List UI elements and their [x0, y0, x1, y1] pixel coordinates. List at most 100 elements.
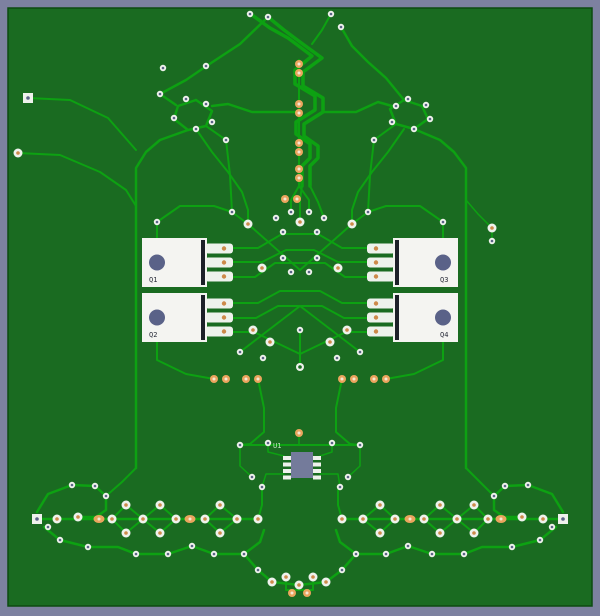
via[interactable]: [428, 550, 436, 558]
via[interactable]: [548, 523, 556, 531]
copper-trace[interactable]: [321, 100, 394, 114]
component-pad[interactable]: [205, 298, 233, 309]
via[interactable]: [246, 10, 254, 18]
copper-trace[interactable]: [339, 25, 406, 102]
via[interactable]: [356, 348, 364, 356]
pad-orange[interactable]: [210, 375, 218, 383]
copper-trace[interactable]: [156, 205, 233, 223]
via[interactable]: [202, 62, 210, 70]
pad-orange[interactable]: [295, 139, 303, 147]
pad-round[interactable]: [435, 528, 445, 538]
pad-round[interactable]: [107, 514, 117, 524]
pad-orange[interactable]: [295, 429, 303, 437]
via[interactable]: [202, 100, 210, 108]
via[interactable]: [264, 439, 272, 447]
pad-orange[interactable]: [350, 375, 358, 383]
via[interactable]: [338, 566, 346, 574]
via[interactable]: [258, 483, 266, 491]
via[interactable]: [388, 118, 396, 126]
pad-orange[interactable]: [254, 375, 262, 383]
copper-trace[interactable]: [465, 199, 493, 229]
pad-round[interactable]: [308, 572, 318, 582]
via[interactable]: [164, 550, 172, 558]
via[interactable]: [287, 208, 295, 216]
via[interactable]: [296, 326, 304, 334]
via[interactable]: [320, 214, 328, 222]
copper-trace[interactable]: [158, 15, 270, 107]
pad-orange[interactable]: [293, 195, 301, 203]
pad-round[interactable]: [121, 528, 131, 538]
pad-round[interactable]: [155, 528, 165, 538]
copper-trace[interactable]: [250, 13, 317, 188]
pad-square[interactable]: [32, 514, 42, 524]
via[interactable]: [490, 492, 498, 500]
pad-oval[interactable]: [93, 515, 105, 523]
copper-trace[interactable]: [319, 473, 341, 488]
via[interactable]: [132, 550, 140, 558]
via[interactable]: [170, 114, 178, 122]
component-U1[interactable]: U1: [273, 442, 321, 480]
via[interactable]: [182, 95, 190, 103]
pad-round[interactable]: [469, 528, 479, 538]
via[interactable]: [305, 268, 313, 276]
pad-round[interactable]: [333, 263, 343, 273]
via[interactable]: [68, 481, 76, 489]
copper-trace[interactable]: [232, 249, 368, 263]
via[interactable]: [524, 481, 532, 489]
copper-trace[interactable]: [247, 223, 353, 271]
component-pad[interactable]: [205, 312, 233, 323]
component-Q2[interactable]: Q2: [142, 293, 233, 342]
via[interactable]: [84, 543, 92, 551]
component-pad[interactable]: [367, 326, 395, 337]
pad-orange[interactable]: [295, 60, 303, 68]
via[interactable]: [188, 542, 196, 550]
pad-round[interactable]: [358, 514, 368, 524]
via[interactable]: [382, 550, 390, 558]
pad-oval[interactable]: [404, 515, 416, 523]
via[interactable]: [488, 237, 496, 245]
copper-trace[interactable]: [232, 233, 368, 249]
via[interactable]: [240, 550, 248, 558]
component-pad[interactable]: [367, 243, 395, 254]
pad-round[interactable]: [375, 500, 385, 510]
via[interactable]: [236, 348, 244, 356]
component-pad[interactable]: [205, 257, 233, 268]
via[interactable]: [287, 268, 295, 276]
via[interactable]: [336, 483, 344, 491]
via[interactable]: [344, 473, 352, 481]
via[interactable]: [279, 254, 287, 262]
via[interactable]: [426, 115, 434, 123]
copper-trace[interactable]: [210, 102, 298, 114]
ic-pin-pad[interactable]: [283, 462, 291, 467]
component-pad[interactable]: [367, 312, 395, 323]
pad-round[interactable]: [52, 514, 62, 524]
copper-trace[interactable]: [290, 185, 300, 213]
via[interactable]: [410, 125, 418, 133]
pad-orange[interactable]: [295, 148, 303, 156]
pad-round[interactable]: [215, 500, 225, 510]
via[interactable]: [91, 482, 99, 490]
pad-round[interactable]: [171, 514, 181, 524]
via[interactable]: [228, 208, 236, 216]
pad-round[interactable]: [321, 577, 331, 587]
pad-round[interactable]: [419, 514, 429, 524]
pad-round[interactable]: [281, 572, 291, 582]
copper-trace[interactable]: [285, 576, 314, 591]
via[interactable]: [44, 523, 52, 531]
pad-round[interactable]: [538, 514, 548, 524]
via[interactable]: [156, 90, 164, 98]
pad-orange[interactable]: [295, 165, 303, 173]
via[interactable]: [102, 492, 110, 500]
pad-round[interactable]: [248, 325, 258, 335]
copper-trace[interactable]: [347, 444, 361, 478]
pad-round[interactable]: [325, 337, 335, 347]
component-pad[interactable]: [367, 257, 395, 268]
pad-orange[interactable]: [281, 195, 289, 203]
ic-pin-pad[interactable]: [313, 456, 321, 460]
pad-orange[interactable]: [288, 589, 296, 597]
pad-round[interactable]: [390, 514, 400, 524]
pad-green[interactable]: [296, 363, 304, 371]
pad-round[interactable]: [294, 580, 304, 590]
via[interactable]: [279, 228, 287, 236]
pad-round[interactable]: [337, 514, 347, 524]
